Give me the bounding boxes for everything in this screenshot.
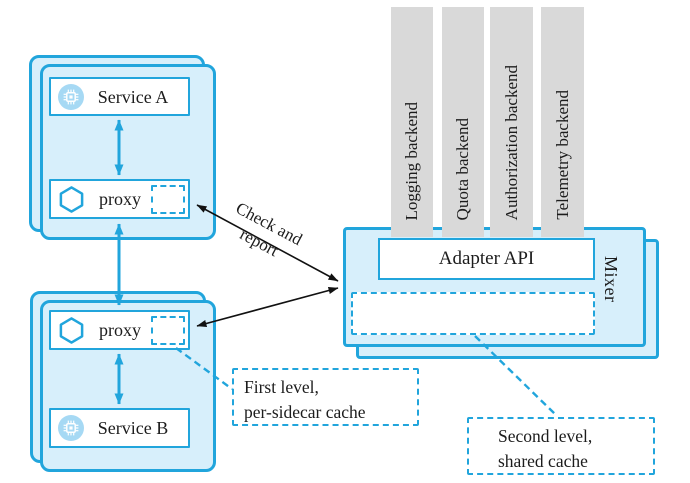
logging-backend-bar: Logging backend <box>391 7 433 237</box>
authorization-backend-label: Authorization backend <box>501 64 521 220</box>
microchip-icon <box>58 415 84 441</box>
shared-cache-box <box>351 292 595 335</box>
proxy-b-box: proxy <box>49 310 190 350</box>
proxy-a-box: proxy <box>49 179 190 219</box>
quota-backend-bar: Quota backend <box>442 7 484 237</box>
quota-backend-label: Quota backend <box>453 117 472 220</box>
first-level-cache-line2: per-sidecar cache <box>244 401 366 422</box>
adapter-api-box: Adapter API <box>378 238 595 280</box>
telemetry-backend-label: Telemetry backend <box>552 90 572 220</box>
proxy-b-label: proxy <box>99 320 141 340</box>
hexagon-icon <box>59 316 84 344</box>
check-and-report-label: Check and report <box>232 198 306 261</box>
mixer-title: Mixer <box>601 256 621 303</box>
first-level-cache-note: First level, per-sidecar cache <box>232 368 419 426</box>
hexagon-icon <box>59 185 84 213</box>
second-level-cache-line2: shared cache <box>498 450 588 471</box>
proxy-a-cache-placeholder <box>151 185 185 214</box>
service-b-box: Service B <box>49 408 190 448</box>
microchip-icon <box>58 83 84 110</box>
proxy-b-mixer-check-report-arrow <box>196 286 339 328</box>
service-a-box: Service A <box>49 77 190 116</box>
proxy-b-cache-placeholder <box>151 316 185 345</box>
logging-backend-label: Logging backend <box>402 101 421 221</box>
service-a-label: Service A <box>97 86 169 107</box>
proxy-a-label: proxy <box>99 189 141 209</box>
second-level-cache-line1: Second level, <box>498 426 593 446</box>
service-b-label: Service B <box>97 418 169 438</box>
first-level-cache-line1: First level, <box>244 377 319 397</box>
authorization-backend-bar: Authorization backend <box>490 7 533 237</box>
telemetry-backend-bar: Telemetry backend <box>541 7 584 237</box>
second-level-cache-note: Second level, shared cache <box>467 417 655 475</box>
